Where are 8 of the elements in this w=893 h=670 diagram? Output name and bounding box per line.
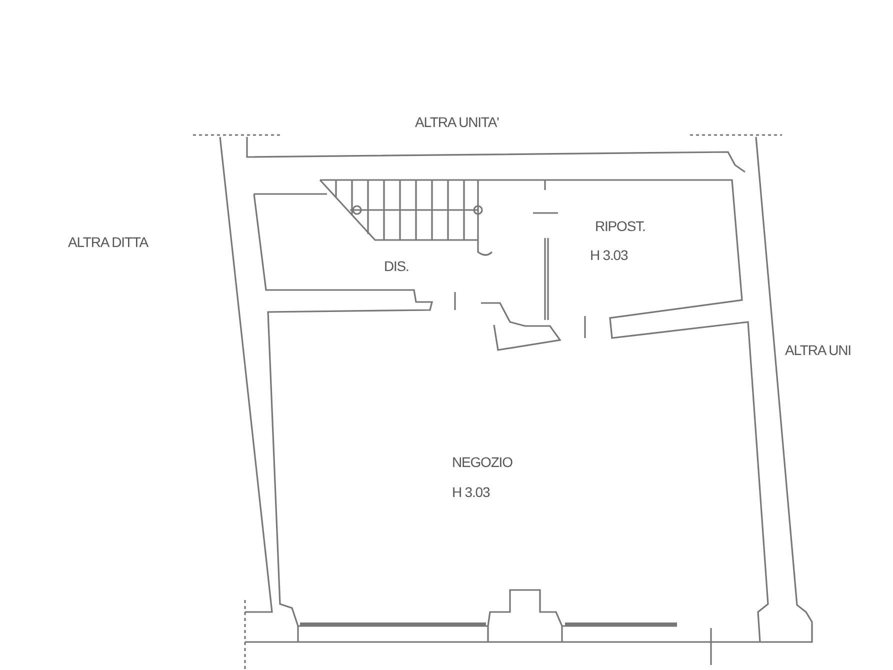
room-label: DIS. [384, 258, 409, 274]
adjacent-unit-label: ALTRA DITTA [68, 234, 148, 250]
ceiling-height-label: H 3.03 [590, 247, 628, 263]
adjacent-unit-label: ALTRA UNI [785, 342, 851, 358]
ceiling-height-label: H 3.03 [452, 484, 490, 500]
adjacent-unit-label: ALTRA UNITA' [415, 114, 499, 130]
room-label: NEGOZIO [452, 454, 512, 470]
room-label: RIPOST. [595, 218, 646, 234]
